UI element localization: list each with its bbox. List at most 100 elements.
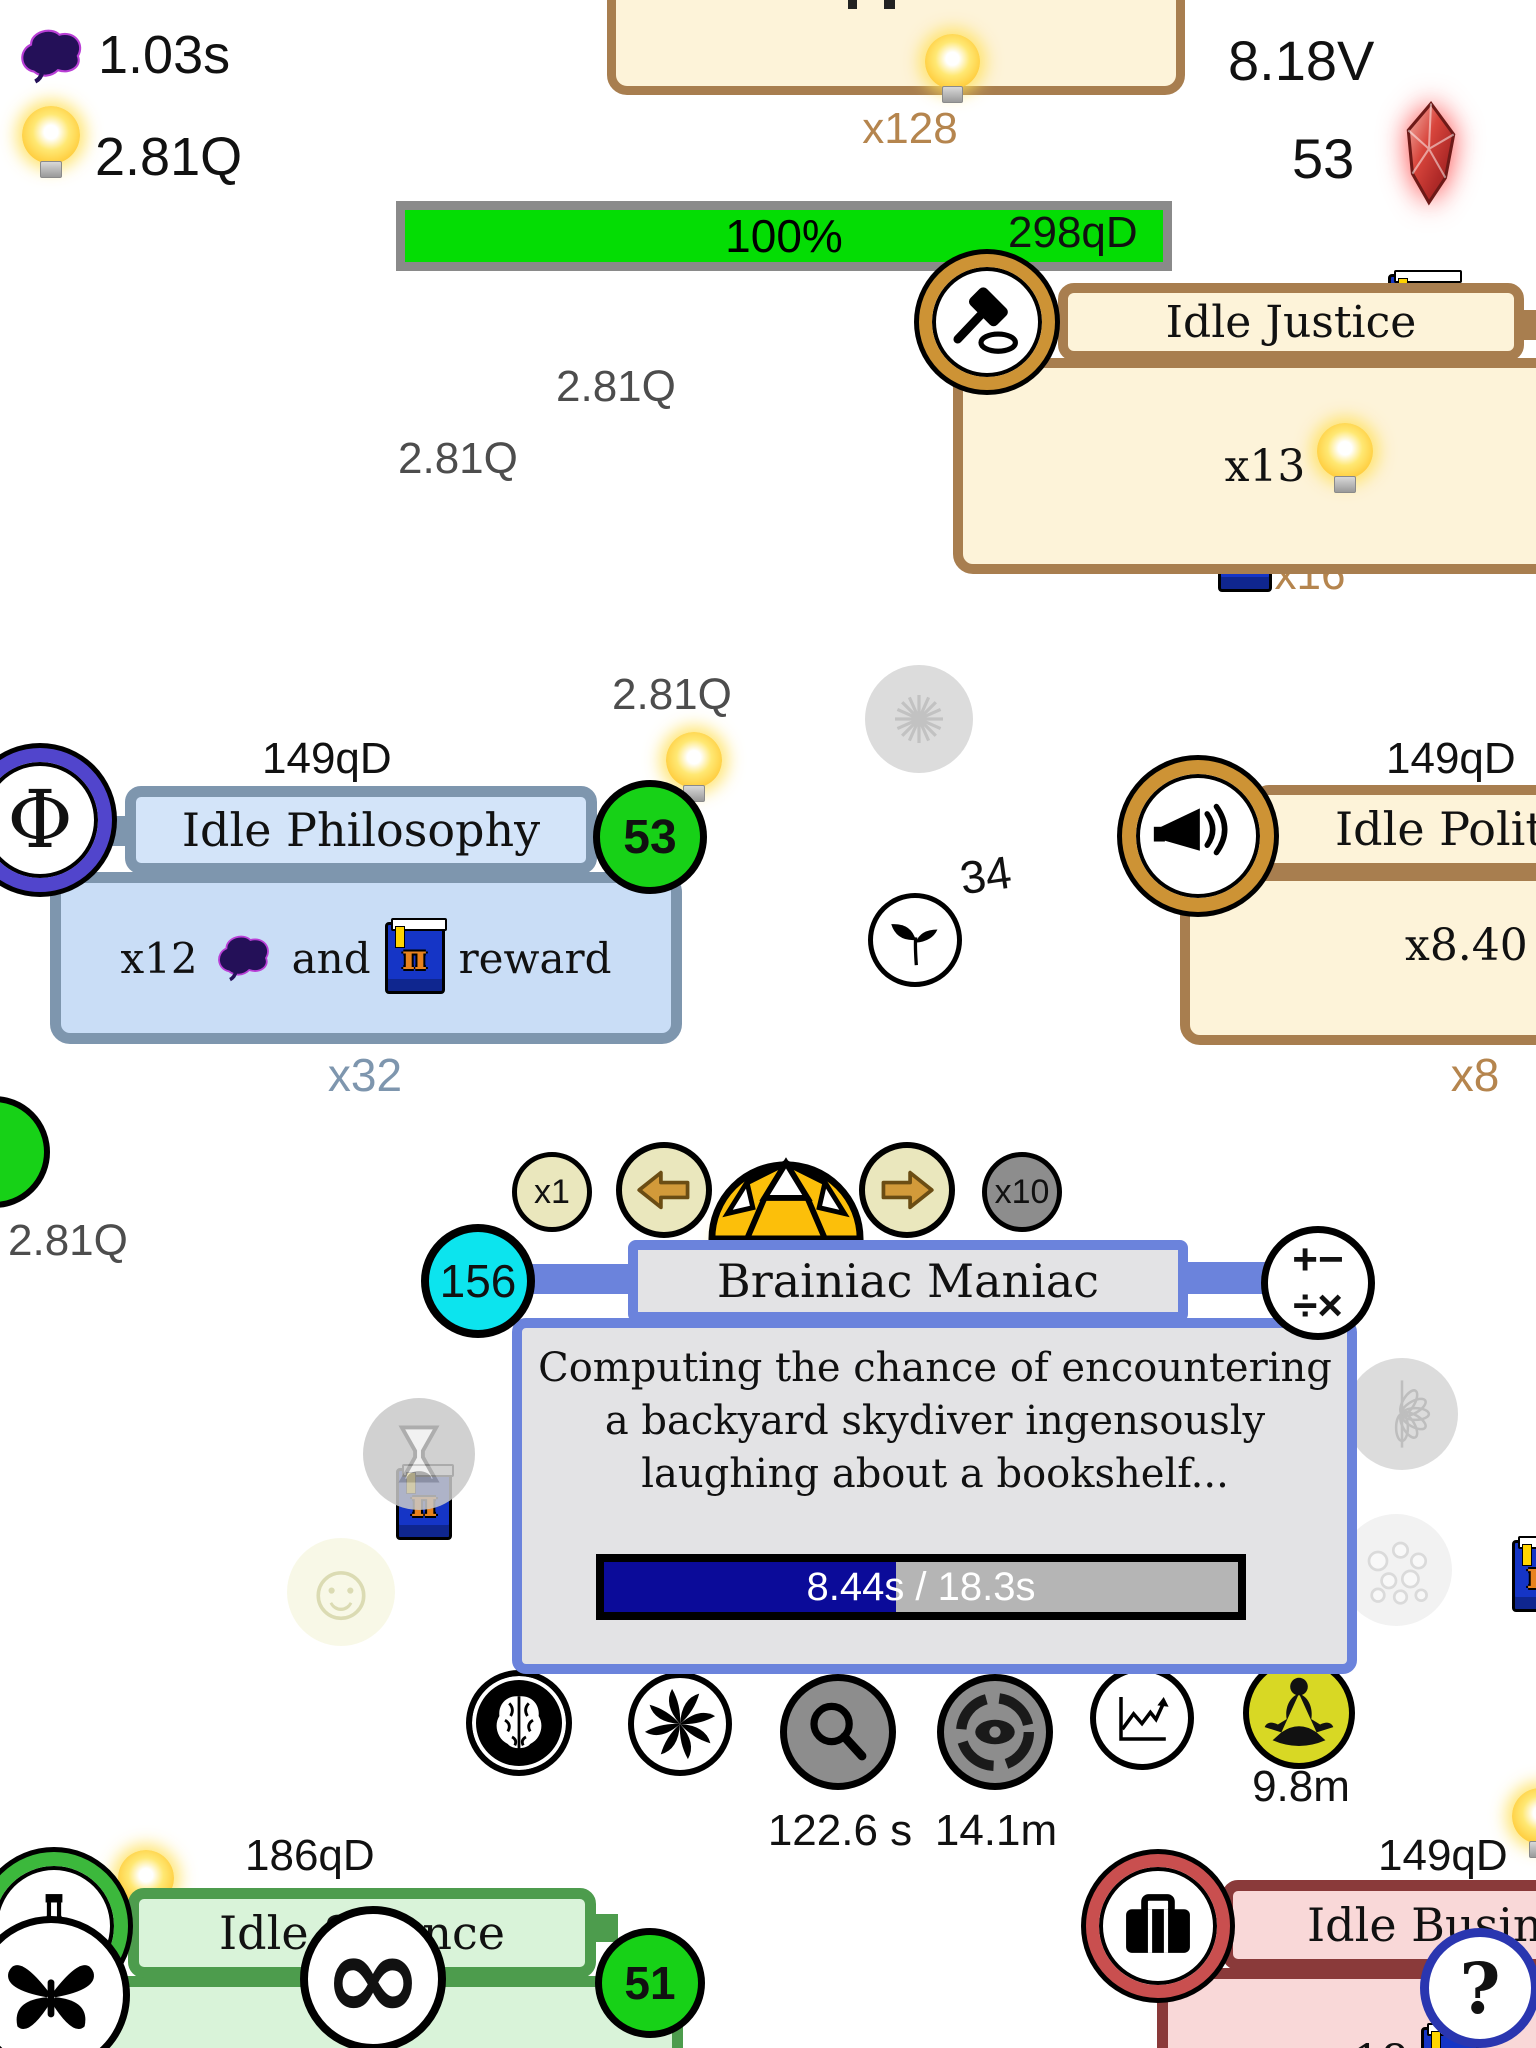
politics-ring-badge[interactable] [1122,760,1274,912]
philosophy-reward-book-icon: π [384,918,447,994]
business-card-title[interactable]: Idle Busin [1222,1880,1536,1970]
idea-bulb-icon [22,106,80,196]
observe-timer: 14.1m [934,1806,1058,1855]
justice-title-label: Idle Justice [1165,296,1417,348]
pinwheel-button[interactable] [628,1672,732,1776]
brain-top-icon [484,1688,554,1758]
justice-bulb-icon [1317,423,1374,509]
justice-bonus: x13 [1224,440,1306,492]
philosophy-multiplier: x32 [327,1049,403,1101]
arrow-left-icon [633,1159,695,1221]
starburst-icon[interactable] [865,665,973,773]
brain-icon [212,928,278,988]
phi-icon: Φ [7,773,73,866]
top-progress-fill [405,210,1163,262]
science-level-badge[interactable]: 51 [595,1928,705,2038]
prestige-button[interactable]: ∞ [300,1906,446,2048]
meditate-timer: 9.8m [1252,1762,1350,1811]
magnifier-icon [798,1692,878,1772]
brainiac-level-badge: 156 [421,1224,535,1338]
brainiac-desc-line3: laughing about a bookshelf... [641,1451,1229,1497]
business-bonus-x: x18 [1328,2036,1409,2048]
justice-ring-badge[interactable] [919,254,1055,390]
brain-icon [14,20,92,92]
eye-icon [948,1685,1042,1779]
prev-arrow-button[interactable] [616,1142,712,1238]
help-button[interactable]: ? [1420,1928,1536,2048]
top-progress-label: 100% [725,210,843,262]
search-timer: 122.6 s [767,1806,913,1855]
brainiac-description: Computing the chance of encountering a b… [532,1342,1338,1501]
float-idea-label: 2.81Q [8,1216,128,1265]
task-progress-bar: 8.44s / 18.3s [596,1554,1246,1620]
business-cost: 149qD [1378,1831,1508,1880]
top-card-partial[interactable] [607,0,1185,95]
justice-cost: 298qD [1008,208,1138,257]
gavel-icon [944,279,1030,365]
philosophy-card-body[interactable]: x12 and π reward [50,872,682,1044]
observe-button[interactable] [937,1674,1053,1790]
politics-title-label: Idle Polit [1335,802,1536,856]
brain-time-value: 1.03s [98,25,231,85]
philosophy-ring-badge[interactable]: Φ [0,748,112,892]
top-card-text-fragment [848,0,857,9]
top-card-bulb-icon [925,34,980,118]
justice-connector [1524,310,1536,340]
infinity-icon: ∞ [323,1909,423,2048]
business-ring-badge[interactable] [1086,1854,1230,1998]
politics-bulb-icon [1512,1788,1536,1876]
search-button[interactable] [780,1674,896,1790]
philosophy-bonus-x: x12 [120,933,198,983]
meditation-icon [1255,1669,1343,1757]
gems-value: 53 [1292,127,1355,190]
philosophy-bonus-reward: reward [458,933,612,983]
chart-icon [1107,1683,1177,1753]
top-card-multiplier: x128 [862,104,958,153]
sprout-count: 34 [956,845,1015,905]
brainiac-title-bar[interactable]: Brainiac Maniac [628,1240,1188,1322]
brainiac-desc-line2: a backyard skydiver ingensously [604,1398,1266,1444]
sprout-button[interactable] [868,893,962,987]
philosophy-card-title[interactable]: Idle Philosophy [125,786,597,874]
buy-x1-button[interactable]: x1 [512,1152,592,1232]
volts-value: 8.18V [1228,29,1375,92]
science-cost: 186qD [245,1831,375,1880]
float-idea-label: 2.81Q [612,670,732,719]
politics-pi-book-icon: π [1512,1536,1536,1612]
brainiac-title-label: Brainiac Maniac [716,1254,1100,1308]
philosophy-title-label: Idle Philosophy [181,803,541,857]
philosophy-level-badge[interactable]: 53 [593,780,707,894]
politics-multiplier: x8 [1450,1049,1500,1101]
arrow-right-icon [876,1159,938,1221]
bulb-cluster-icon [1340,1514,1452,1626]
top-card-text-fragment [884,0,895,9]
politics-card-body[interactable] [1180,871,1536,1045]
brainiac-desc-line1: Computing the chance of encountering [538,1345,1332,1391]
math-settings-button[interactable]: +−÷× [1261,1226,1375,1340]
brain-mode-button[interactable] [466,1670,572,1776]
gem-icon [1398,98,1464,208]
smiley-icon: ☺ [287,1538,395,1646]
top-progress-bar: 100% [396,201,1172,271]
ideas-value: 2.81Q [95,127,243,187]
hourglass-icon [363,1398,475,1510]
justice-card-body[interactable]: x13 [953,358,1536,574]
politics-cost: 149qD [1386,734,1516,783]
politics-card-title[interactable]: Idle Polit [1253,785,1536,873]
float-idea-label: 2.81Q [556,362,676,411]
buy-x10-button[interactable]: x10 [982,1152,1062,1232]
justice-card-title[interactable]: Idle Justice [1058,283,1524,361]
philosophy-bonus-and: and [291,933,371,983]
megaphone-icon [1152,790,1244,882]
next-arrow-button[interactable] [859,1142,955,1238]
stats-button[interactable] [1090,1666,1194,1770]
task-progress-label: 8.44s / 18.3s [806,1564,1036,1609]
float-idea-label: 2.81Q [398,434,518,483]
butterfly-icon [0,1939,107,2048]
question-mark-icon: ? [1459,1946,1501,2030]
task-progress-fill [604,1562,897,1612]
level-badge-partial [0,1096,50,1208]
briefcase-icon [1116,1884,1200,1968]
math-icon: +−÷× [1292,1235,1344,1330]
